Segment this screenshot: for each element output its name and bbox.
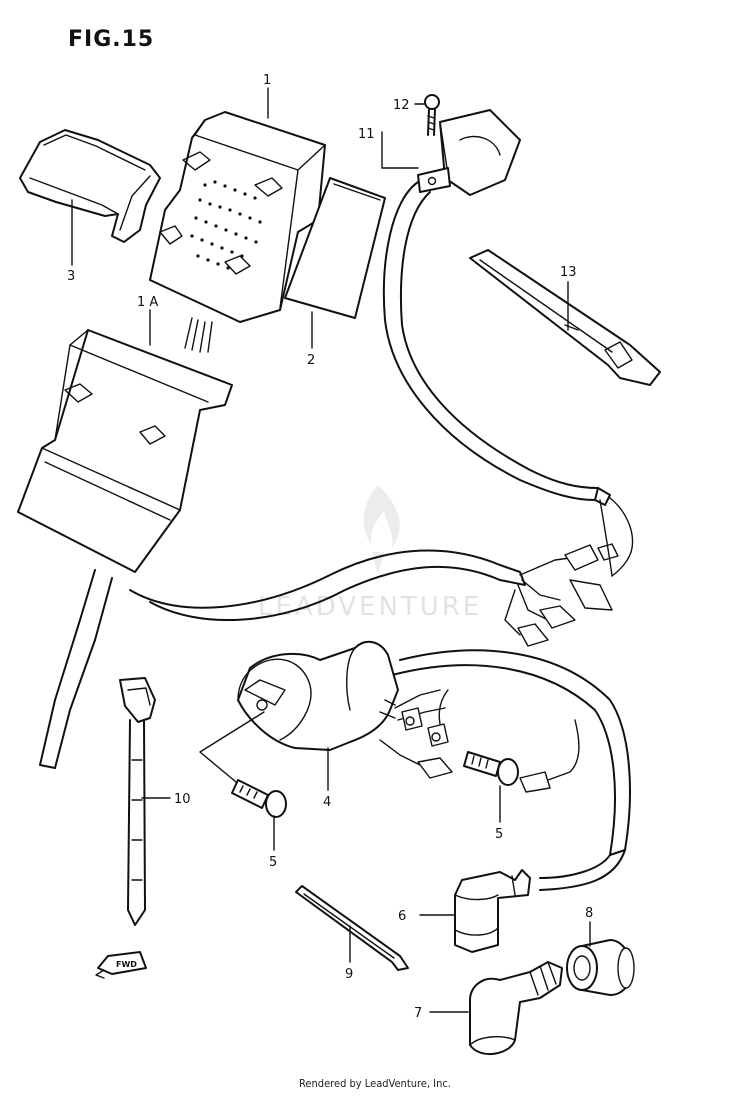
part-1a-cdi-case: [17, 329, 233, 573]
callout-5-right: 5: [495, 827, 503, 842]
watermark: LEADVENTURE: [258, 485, 482, 622]
callout-1: 1: [263, 73, 271, 88]
connector-cluster: [517, 543, 619, 647]
figure-title: FIG.15: [68, 27, 154, 52]
callout-13: 13: [560, 265, 577, 280]
callout-9: 9: [345, 967, 353, 982]
flame-logo-icon: [363, 485, 400, 548]
leader-line-11: [381, 131, 419, 169]
part-7-plug-boot: [469, 961, 563, 1056]
part-5-bolt-right: [463, 751, 519, 786]
cdi-vent-dots: [190, 180, 262, 270]
footer-credit: Rendered by LeadVenture, Inc.: [299, 1077, 451, 1090]
callout-12: 12: [393, 98, 410, 113]
part-9-small-tie: [295, 885, 409, 971]
part-5-bolt-left: [231, 779, 287, 818]
callout-3: 3: [67, 269, 75, 284]
part-4-ignition-coil: [237, 640, 399, 751]
callout-4: 4: [323, 795, 331, 810]
callout-2: 2: [307, 353, 315, 368]
part-10-clamp-tie: [119, 677, 156, 926]
callout-6: 6: [398, 909, 406, 924]
watermark-text: LEADVENTURE: [258, 592, 482, 622]
part-6-plug-cap: [454, 869, 531, 953]
coil-wires: [379, 689, 580, 793]
part-3-bracket-strap: [19, 129, 161, 243]
fwd-label: FWD: [116, 960, 137, 969]
callout-5-left: 5: [269, 855, 277, 870]
part-2-cushion-pad: [284, 177, 386, 319]
callout-10: 10: [174, 792, 191, 807]
callout-8: 8: [585, 906, 593, 921]
wiring-harness: [39, 543, 631, 891]
part-12-screw: [424, 94, 440, 136]
callout-11: 11: [358, 127, 375, 142]
part-8-grommet: [566, 939, 635, 996]
callout-7: 7: [414, 1006, 422, 1021]
part-13-cable-tie: [469, 249, 661, 386]
leader-line-5-left-assembly: [199, 711, 265, 783]
callout-1a: 1 A: [137, 295, 158, 310]
part-1-cdi-unit: [149, 111, 326, 353]
part-11-kill-switch: [382, 109, 634, 577]
fwd-arrow-marker: FWD: [95, 951, 147, 979]
